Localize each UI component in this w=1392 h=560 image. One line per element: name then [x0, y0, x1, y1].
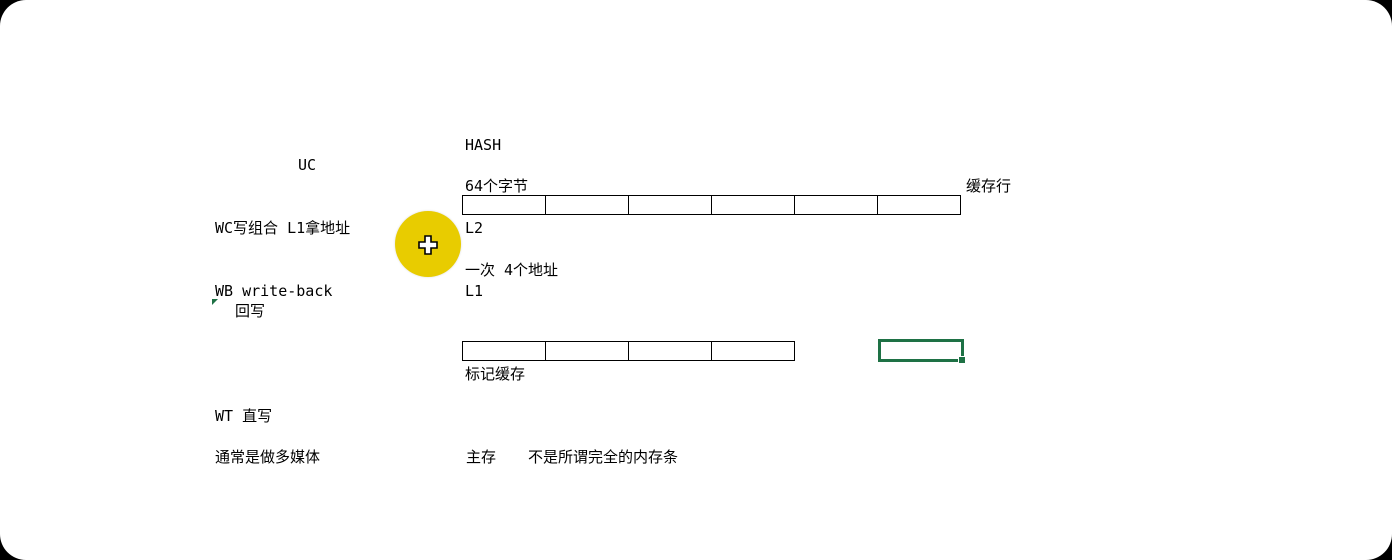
comment-marker-icon [212, 299, 218, 305]
cell[interactable] [463, 195, 546, 215]
once4-label: 一次 4个地址 [465, 261, 559, 279]
cache-line-cells [462, 195, 961, 215]
cell[interactable] [795, 195, 878, 215]
cursor-highlight [395, 211, 461, 277]
main-memory-label: 主存 [466, 448, 497, 466]
cell[interactable] [712, 195, 795, 215]
cell[interactable] [712, 341, 795, 361]
not-memory-stick-label: 不是所谓完全的内存条 [528, 448, 679, 466]
l1-label: L1 [465, 282, 484, 300]
cache-line-label: 缓存行 [966, 177, 1012, 195]
cell[interactable] [546, 341, 629, 361]
writeback-cn-label: 回写 [235, 302, 266, 320]
cell[interactable] [878, 195, 961, 215]
wt-label: WT 直写 [215, 407, 273, 425]
wb-label: WB write-back [215, 282, 333, 300]
cell[interactable] [629, 341, 712, 361]
uc-label: UC [298, 156, 317, 174]
bytes64-label: 64个字节 [465, 177, 529, 195]
selected-cell[interactable] [878, 339, 966, 364]
cell[interactable] [629, 195, 712, 215]
fill-handle[interactable] [958, 356, 966, 364]
plus-cursor-icon [418, 235, 438, 255]
wc-label: WC写组合 L1拿地址 [215, 219, 351, 237]
tag-cache-cells [462, 341, 795, 361]
hash-label: HASH [465, 136, 502, 154]
cell[interactable] [463, 341, 546, 361]
tag-cache-label: 标记缓存 [465, 365, 526, 383]
cell[interactable] [546, 195, 629, 215]
l2-label: L2 [465, 219, 484, 237]
multimedia-label: 通常是做多媒体 [215, 448, 321, 466]
